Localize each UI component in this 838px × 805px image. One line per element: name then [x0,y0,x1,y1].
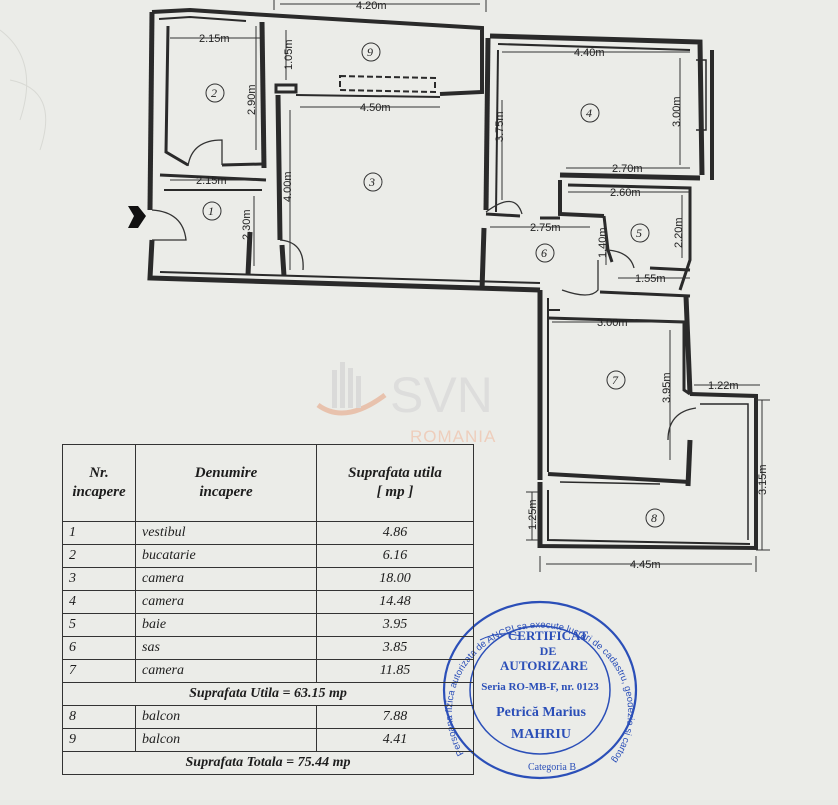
room-number-circles [202,42,665,528]
dim-label: 4.45m [630,559,661,571]
door-swings [151,139,697,441]
room-numbers: 1 2 3 4 5 6 7 8 9 [208,45,657,525]
dim-label: 2.20m [673,217,685,248]
watermark-brand: SVN [390,367,493,423]
room-number: 4 [586,106,592,120]
dim-label: 3.00m [597,317,628,329]
dim-label: 1.05m [283,39,295,70]
dim-label: 4.20m [356,0,387,12]
dimension-lines [170,0,770,572]
stamp-name: Petrică Marius [496,705,586,720]
dim-label: 2.30m [241,209,253,240]
dim-label: 2.15m [199,33,230,45]
dim-label: 3.75m [494,111,506,142]
dim-label: 2.60m [610,187,641,199]
entrance-arrow-icon [128,206,146,228]
header-nr: Nr.incapere [62,444,136,522]
grand-total-row: Suprafata Totala = 75.44 mp [62,751,474,775]
dim-label: 2.70m [612,163,643,175]
room-number: 8 [651,511,657,525]
room-number: 6 [541,246,547,260]
plan-walls [147,7,758,551]
dim-label: 2.90m [246,84,258,115]
dim-label: 4.40m [574,47,605,59]
room-number: 2 [211,86,217,100]
stamp-line: AUTORIZARE [500,658,588,673]
stamp-name: MAHRIU [511,727,571,742]
header-area: Suprafata utila[ mp ] [316,444,474,522]
dim-label: 3.95m [661,372,673,403]
room-number: 9 [367,45,373,59]
useful-total-row: Suprafata Utila = 63.15 mp [62,682,474,706]
dim-label: 1.55m [635,273,666,285]
room-number: 3 [368,175,375,189]
stamp-series: Seria RO-MB-F, nr. 0123 [481,681,599,693]
stamp-line: DE [540,644,557,658]
room-number: 5 [636,226,642,240]
dim-label: 3.00m [671,96,683,127]
watermark-country: ROMANIA [410,427,496,446]
stamp-category: Categoria B [528,762,576,773]
dimension-labels: 4.20m 2.15m 2.90m 1.05m 4.50m 4.40m 3.75… [196,0,769,571]
stamp-line: CERTIFICAT [508,628,589,643]
dim-label: 4.00m [282,171,294,202]
watermark-logo: SVN ROMANIA [316,362,496,446]
dim-label: 2.15m [196,175,227,187]
dim-label: 3.15m [757,464,769,495]
room-number: 1 [208,204,214,218]
room-number: 7 [612,373,619,387]
dim-label: 1.25m [527,499,539,530]
dim-label: 4.50m [360,102,391,114]
dim-label: 1.40m [597,227,609,258]
dim-label: 1.22m [708,380,739,392]
dim-label: 2.75m [530,222,561,234]
